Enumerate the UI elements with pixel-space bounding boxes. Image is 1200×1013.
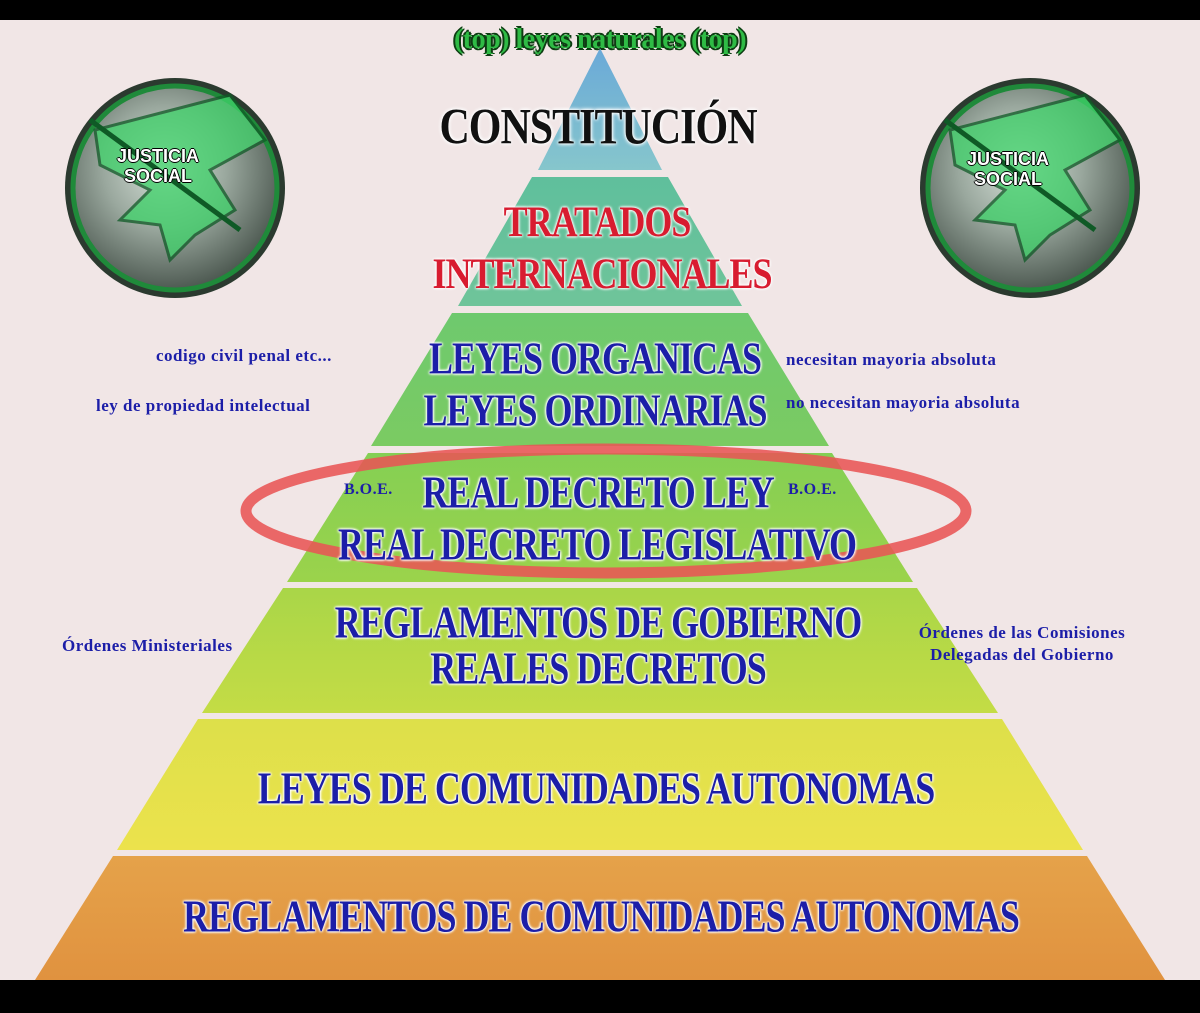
tier-leyes xyxy=(371,313,829,446)
note-mayoria-absoluta: necesitan mayoria absoluta xyxy=(786,350,997,369)
tier-real-decreto xyxy=(287,453,913,582)
logo-right-line1: JUSTICIA xyxy=(966,149,1050,169)
label-reglamentos-ccaa: REGLAMENTOS DE COMUNIDADES AUTONOMAS xyxy=(183,891,1020,942)
note-propiedad-intelectual: ley de propiedad intelectual xyxy=(96,396,311,415)
label-tratados: TRATADOS xyxy=(503,197,692,246)
note-ordenes-comisiones-line1: Órdenes de las Comisiones xyxy=(918,623,1126,642)
highlight-ellipse xyxy=(240,443,972,579)
tier-constitucion xyxy=(538,48,662,170)
label-internacionales: INTERNACIONALES xyxy=(432,249,772,298)
logo-left-text: JUSTICIA SOCIAL xyxy=(116,146,200,187)
label-real-decreto-ley: REAL DECRETO LEY xyxy=(422,467,774,518)
label-reglamentos-gobierno: REGLAMENTOS DE GOBIERNO xyxy=(334,597,862,648)
note-no-mayoria-absoluta: no necesitan mayoria absoluta xyxy=(786,393,1021,412)
label-leyes-ccaa: LEYES DE COMUNIDADES AUTONOMAS xyxy=(257,763,935,814)
logo-left xyxy=(65,78,285,298)
bottom-letterbox xyxy=(0,980,1200,1013)
note-ordenes-ministeriales: Órdenes Ministeriales xyxy=(62,636,233,655)
logo-left-line1: JUSTICIA xyxy=(116,146,200,166)
tier-reglamentos-ccaa xyxy=(35,856,1165,980)
label-reales-decretos: REALES DECRETOS xyxy=(430,643,766,694)
top-natural-laws-label: (top) leyes naturales (top) xyxy=(453,24,747,55)
label-leyes-ordinarias: LEYES ORDINARIAS xyxy=(423,385,767,436)
tier-tratados xyxy=(458,177,742,306)
logo-right-text: JUSTICIA SOCIAL xyxy=(966,149,1050,190)
label-real-decreto-legislativo: REAL DECRETO LEGISLATIVO xyxy=(337,519,857,570)
label-constitucion: CONSTITUCIÓN xyxy=(439,99,757,156)
note-boe-right: B.O.E. xyxy=(788,481,837,498)
tier-reglamentos-gobierno xyxy=(202,588,998,713)
note-boe-left: B.O.E. xyxy=(344,481,393,498)
logo-right-line2: SOCIAL xyxy=(973,168,1043,189)
top-letterbox xyxy=(0,0,1200,20)
label-leyes-organicas: LEYES ORGANICAS xyxy=(428,333,762,384)
tier-leyes-ccaa xyxy=(117,719,1083,850)
logo-left-line2: SOCIAL xyxy=(123,165,193,186)
note-ordenes-comisiones: Órdenes de las Comisiones Delegadas del … xyxy=(866,623,1178,665)
note-codigo-civil: codigo civil penal etc... xyxy=(156,346,332,365)
logo-right xyxy=(920,78,1140,298)
note-ordenes-comisiones-line2: Delegadas del Gobierno xyxy=(930,645,1114,664)
